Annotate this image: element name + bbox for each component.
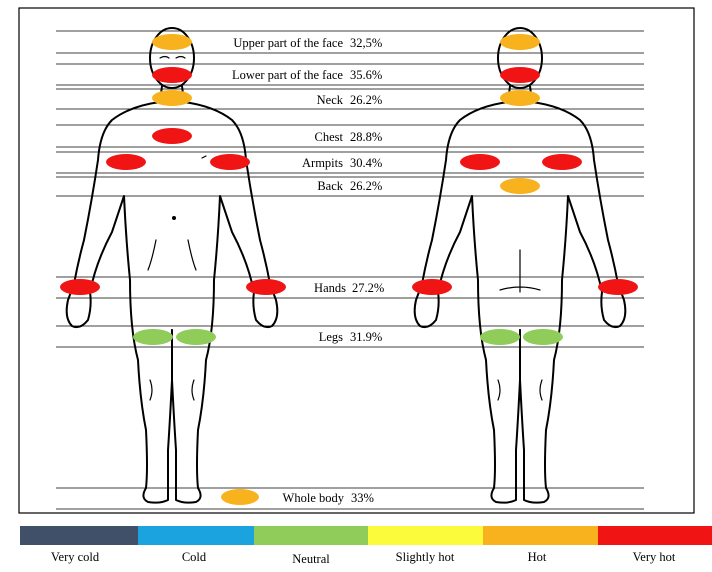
- region-value: 33%: [351, 491, 374, 505]
- front-right-leg-spot: [176, 329, 216, 345]
- scale-swatch-hot: [483, 526, 598, 545]
- region-value: 26.2%: [350, 179, 382, 193]
- region-labels: Upper part of the face 32,5% Lower part …: [232, 36, 384, 505]
- back-left-hand-spot: [412, 279, 452, 295]
- region-value: 27.2%: [352, 281, 384, 295]
- front-nipples: [136, 156, 206, 158]
- scale-swatch-very-hot: [598, 526, 712, 545]
- front-eyes: [160, 57, 185, 59]
- back-right-hand-spot: [598, 279, 638, 295]
- region-label: Lower part of the face: [232, 68, 343, 82]
- back-left-armpit-spot: [460, 154, 500, 170]
- front-left-armpit-spot: [106, 154, 146, 170]
- region-label: Legs: [319, 330, 343, 344]
- scale-swatch-slightly-hot: [368, 526, 483, 545]
- region-value: 31.9%: [350, 330, 382, 344]
- region-label: Armpits: [302, 156, 343, 170]
- back-right-leg-spot: [523, 329, 563, 345]
- region-label: Hands: [314, 281, 346, 295]
- back-lower-face-spot: [500, 67, 540, 83]
- back-upper-face-spot: [500, 34, 540, 50]
- back-neck-spot: [500, 90, 540, 106]
- region-label: Upper part of the face: [233, 36, 343, 50]
- scale-label: Cold: [182, 550, 207, 564]
- back-right-outline: [520, 86, 625, 503]
- region-label: Chest: [315, 130, 344, 144]
- region-label: Whole body: [283, 491, 345, 505]
- front-chest-spot: [152, 128, 192, 144]
- scale-swatch-cold: [138, 526, 254, 545]
- scale-label: Very cold: [51, 550, 100, 564]
- front-navel: [172, 216, 176, 220]
- front-neck-spot: [152, 90, 192, 106]
- back-buttocks: [500, 250, 540, 292]
- region-label: Neck: [317, 93, 344, 107]
- back-right-armpit-spot: [542, 154, 582, 170]
- region-value: 26.2%: [350, 93, 382, 107]
- scale-label: Slightly hot: [396, 550, 455, 564]
- region-value: 32,5%: [350, 36, 382, 50]
- scale-swatch-very-cold: [20, 526, 138, 545]
- region-value: 30.4%: [350, 156, 382, 170]
- back-left-leg-spot: [480, 329, 520, 345]
- front-upper-face-spot: [152, 34, 192, 50]
- scale-label: Neutral: [292, 552, 330, 566]
- region-label: Back: [317, 179, 343, 193]
- front-right-hand-spot: [246, 279, 286, 295]
- scale-swatch-neutral: [254, 526, 368, 545]
- scale-label: Hot: [528, 550, 547, 564]
- front-lower-face-spot: [152, 67, 192, 83]
- front-left-leg-spot: [133, 329, 173, 345]
- back-back-spot: [500, 178, 540, 194]
- region-value: 28.8%: [350, 130, 382, 144]
- whole-body-spot: [221, 489, 259, 505]
- region-value: 35.6%: [350, 68, 382, 82]
- front-right-armpit-spot: [210, 154, 250, 170]
- front-left-hand-spot: [60, 279, 100, 295]
- front-hip-lines: [148, 240, 196, 270]
- scale-label: Very hot: [633, 550, 676, 564]
- temperature-scale: Very cold Cold Neutral Slightly hot Hot …: [20, 526, 712, 566]
